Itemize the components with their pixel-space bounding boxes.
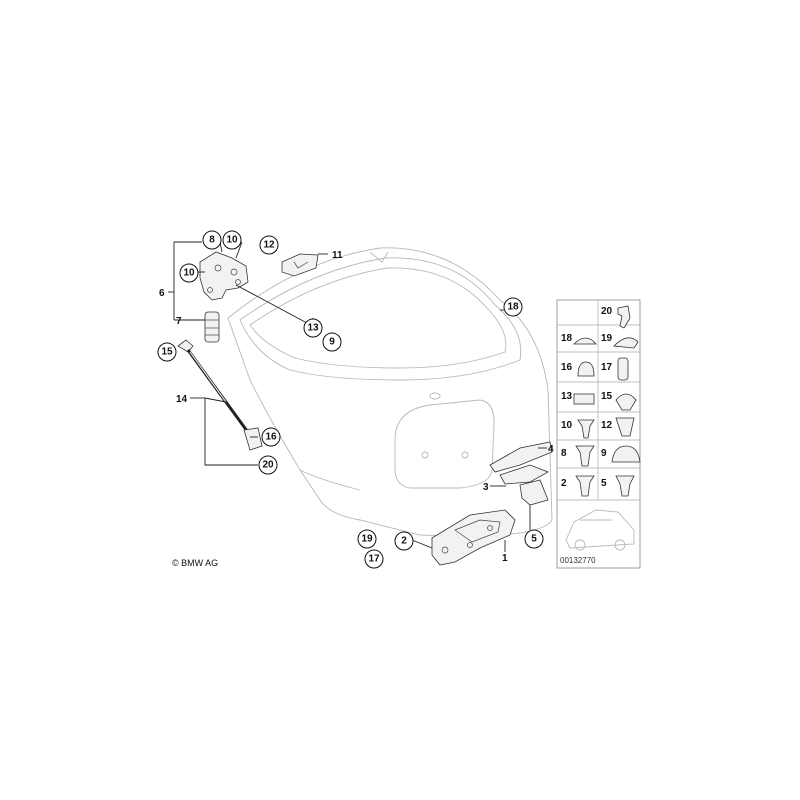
expanding-nut-icon: [615, 417, 635, 437]
svg-text:20: 20: [262, 460, 274, 471]
legend-10: 10: [561, 420, 573, 431]
collar-screw-icon: [615, 475, 635, 497]
svg-text:9: 9: [329, 337, 335, 348]
callout-10a: [222, 230, 242, 250]
callouts: 8 10 10 12 11 6 7 13 9 15 14 16 20 18 3 …: [157, 230, 554, 569]
legend-15: 15: [601, 391, 613, 402]
callout-20: [258, 455, 278, 475]
latch-parts: [489, 441, 553, 506]
svg-text:16: 16: [265, 432, 277, 443]
legend-18: 18: [561, 333, 573, 344]
lock-mechanism: [431, 509, 516, 566]
clip-icon: [615, 393, 637, 411]
screw-icon: [577, 419, 595, 439]
buffer-icon: [617, 357, 629, 381]
callout-12: [259, 235, 279, 255]
callout-9: [322, 332, 342, 352]
elbow-fitting-icon: [617, 305, 631, 329]
gas-strut: [177, 339, 263, 451]
legend-12: 12: [601, 420, 613, 431]
diagram-id: 00132770: [560, 556, 596, 565]
bolt-icon: [575, 445, 595, 467]
callout-8: [202, 230, 222, 250]
callout-16: [261, 427, 281, 447]
fastener-legend: 20 18 19 16 17 13 15 10 12 8 9 2 5: [556, 299, 641, 569]
hex-screw-icon: [575, 475, 595, 497]
label-6: 6: [159, 288, 165, 299]
rubber-buffer-icon: [611, 445, 641, 463]
svg-text:12: 12: [263, 240, 275, 251]
svg-text:2: 2: [401, 536, 407, 547]
car-thumbnail-icon: [565, 509, 635, 551]
callout-5: [524, 529, 544, 549]
legend-2: 2: [561, 478, 567, 489]
grommet-icon: [613, 337, 639, 349]
svg-text:10: 10: [226, 235, 238, 246]
label-7: 7: [176, 316, 182, 327]
legend-17: 17: [601, 362, 613, 373]
svg-text:18: 18: [507, 302, 519, 313]
legend-8: 8: [561, 448, 567, 459]
plug-icon: [577, 361, 595, 377]
callout-19: [357, 529, 377, 549]
legend-16: 16: [561, 362, 573, 373]
label-4: 4: [548, 444, 554, 455]
svg-text:5: 5: [531, 534, 537, 545]
svg-text:8: 8: [209, 235, 215, 246]
label-14: 14: [176, 394, 188, 405]
cap-icon: [573, 337, 597, 345]
label-11: 11: [332, 250, 343, 261]
legend-19: 19: [601, 333, 613, 344]
svg-text:19: 19: [361, 534, 373, 545]
svg-text:10: 10: [183, 268, 195, 279]
svg-text:17: 17: [368, 554, 380, 565]
callout-15: [157, 342, 177, 362]
plate-nut-icon: [573, 393, 595, 405]
label-1: 1: [502, 553, 508, 564]
tailgate-outline: [227, 247, 553, 537]
legend-9: 9: [601, 448, 607, 459]
callout-18: [503, 297, 523, 317]
callout-13: [303, 318, 323, 338]
callout-10b: [179, 263, 199, 283]
copyright-text: © BMW AG: [172, 558, 218, 568]
callout-17: [364, 549, 384, 569]
label-3: 3: [483, 482, 489, 493]
legend-13: 13: [561, 391, 573, 402]
svg-text:13: 13: [307, 323, 319, 334]
emblem-piece: [281, 253, 319, 277]
bump-stop: [204, 311, 220, 343]
legend-20: 20: [601, 306, 613, 317]
svg-text:15: 15: [161, 347, 173, 358]
callout-2: [394, 531, 414, 551]
legend-5: 5: [601, 478, 607, 489]
